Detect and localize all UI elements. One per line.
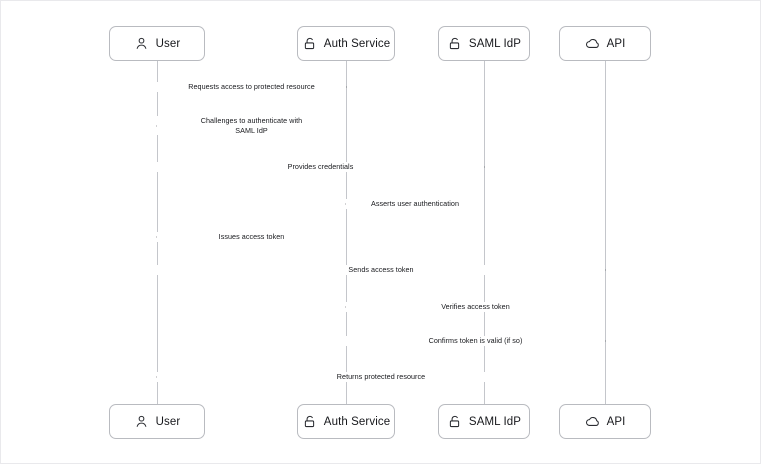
message-m2: Challenges to authenticate with SAML IdP xyxy=(156,116,346,135)
unlock-icon xyxy=(447,414,462,429)
participant-user-bottom[interactable]: User xyxy=(109,404,205,439)
lifeline-api xyxy=(605,61,606,404)
participant-auth-bottom[interactable]: Auth Service xyxy=(297,404,395,439)
lifeline-auth xyxy=(346,61,347,404)
message-m8: Confirms token is valid (if so) xyxy=(346,336,606,346)
participant-auth-top[interactable]: Auth Service xyxy=(297,26,395,61)
message-label-wrap: Provides credentials xyxy=(157,162,484,172)
message-label: Issues access token xyxy=(214,232,289,242)
message-label-wrap: Confirms token is valid (if so) xyxy=(346,336,605,346)
unlock-icon xyxy=(302,414,317,429)
message-label: Sends access token xyxy=(344,265,418,275)
participant-idp-top[interactable]: SAML IdP xyxy=(438,26,530,61)
message-m7: Verifies access token xyxy=(345,302,605,312)
cloud-icon xyxy=(585,414,600,429)
message-m4: Asserts user authentication xyxy=(345,199,484,209)
message-label-wrap: Issues access token xyxy=(157,232,346,242)
participant-label: Auth Service xyxy=(323,415,391,428)
participant-label: User xyxy=(155,415,181,428)
unlock-icon xyxy=(447,36,462,51)
message-label-wrap: Requests access to protected resource xyxy=(157,82,346,92)
message-m1: Requests access to protected resource xyxy=(157,82,347,92)
message-label: Provides credentials xyxy=(283,162,358,172)
lifeline-idp xyxy=(484,61,485,404)
person-icon xyxy=(134,36,149,51)
participant-api-bottom[interactable]: API xyxy=(559,404,651,439)
message-label-wrap: Sends access token xyxy=(157,265,605,275)
participant-api-top[interactable]: API xyxy=(559,26,651,61)
message-label: Confirms token is valid (if so) xyxy=(424,336,527,346)
cloud-icon xyxy=(585,36,600,51)
message-label: Asserts user authentication xyxy=(366,199,464,209)
message-m6: Sends access token xyxy=(157,265,606,275)
participant-user-top[interactable]: User xyxy=(109,26,205,61)
message-label-wrap: Returns protected resource xyxy=(157,372,605,382)
message-label: Returns protected resource xyxy=(332,372,430,382)
message-m5: Issues access token xyxy=(156,232,346,242)
message-label-wrap: Challenges to authenticate with SAML IdP xyxy=(157,116,346,135)
unlock-icon xyxy=(302,36,317,51)
person-icon xyxy=(134,414,149,429)
message-label: Requests access to protected resource xyxy=(184,82,319,92)
participant-label: API xyxy=(606,415,626,428)
message-label-wrap: Asserts user authentication xyxy=(346,199,484,209)
message-m3: Provides credentials xyxy=(157,162,485,172)
message-m9: Returns protected resource xyxy=(156,372,605,382)
participant-idp-bottom[interactable]: SAML IdP xyxy=(438,404,530,439)
participant-label: User xyxy=(155,37,181,50)
message-label: Verifies access token xyxy=(437,302,514,312)
participant-label: Auth Service xyxy=(323,37,391,50)
message-label: Challenges to authenticate with SAML IdP xyxy=(188,116,315,135)
participant-label: API xyxy=(606,37,626,50)
message-label-wrap: Verifies access token xyxy=(346,302,605,312)
participant-label: SAML IdP xyxy=(468,37,522,50)
participant-label: SAML IdP xyxy=(468,415,522,428)
